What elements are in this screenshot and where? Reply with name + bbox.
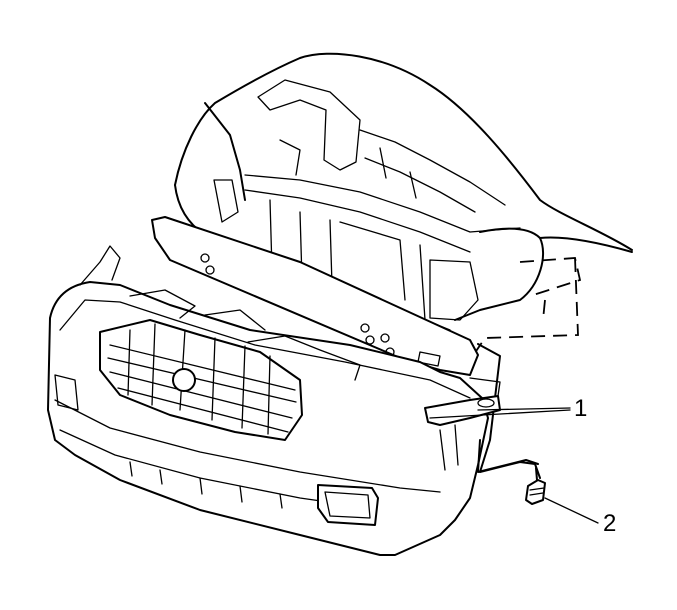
callout-label-1: 1	[574, 395, 588, 422]
emblem-icon	[172, 368, 196, 392]
bumper-fastener-bolt	[477, 439, 546, 505]
impact-bar	[151, 216, 479, 376]
callout-leaders	[429, 407, 599, 524]
front-bumper-fascia	[47, 245, 501, 556]
callout-label-2: 2	[603, 510, 617, 537]
